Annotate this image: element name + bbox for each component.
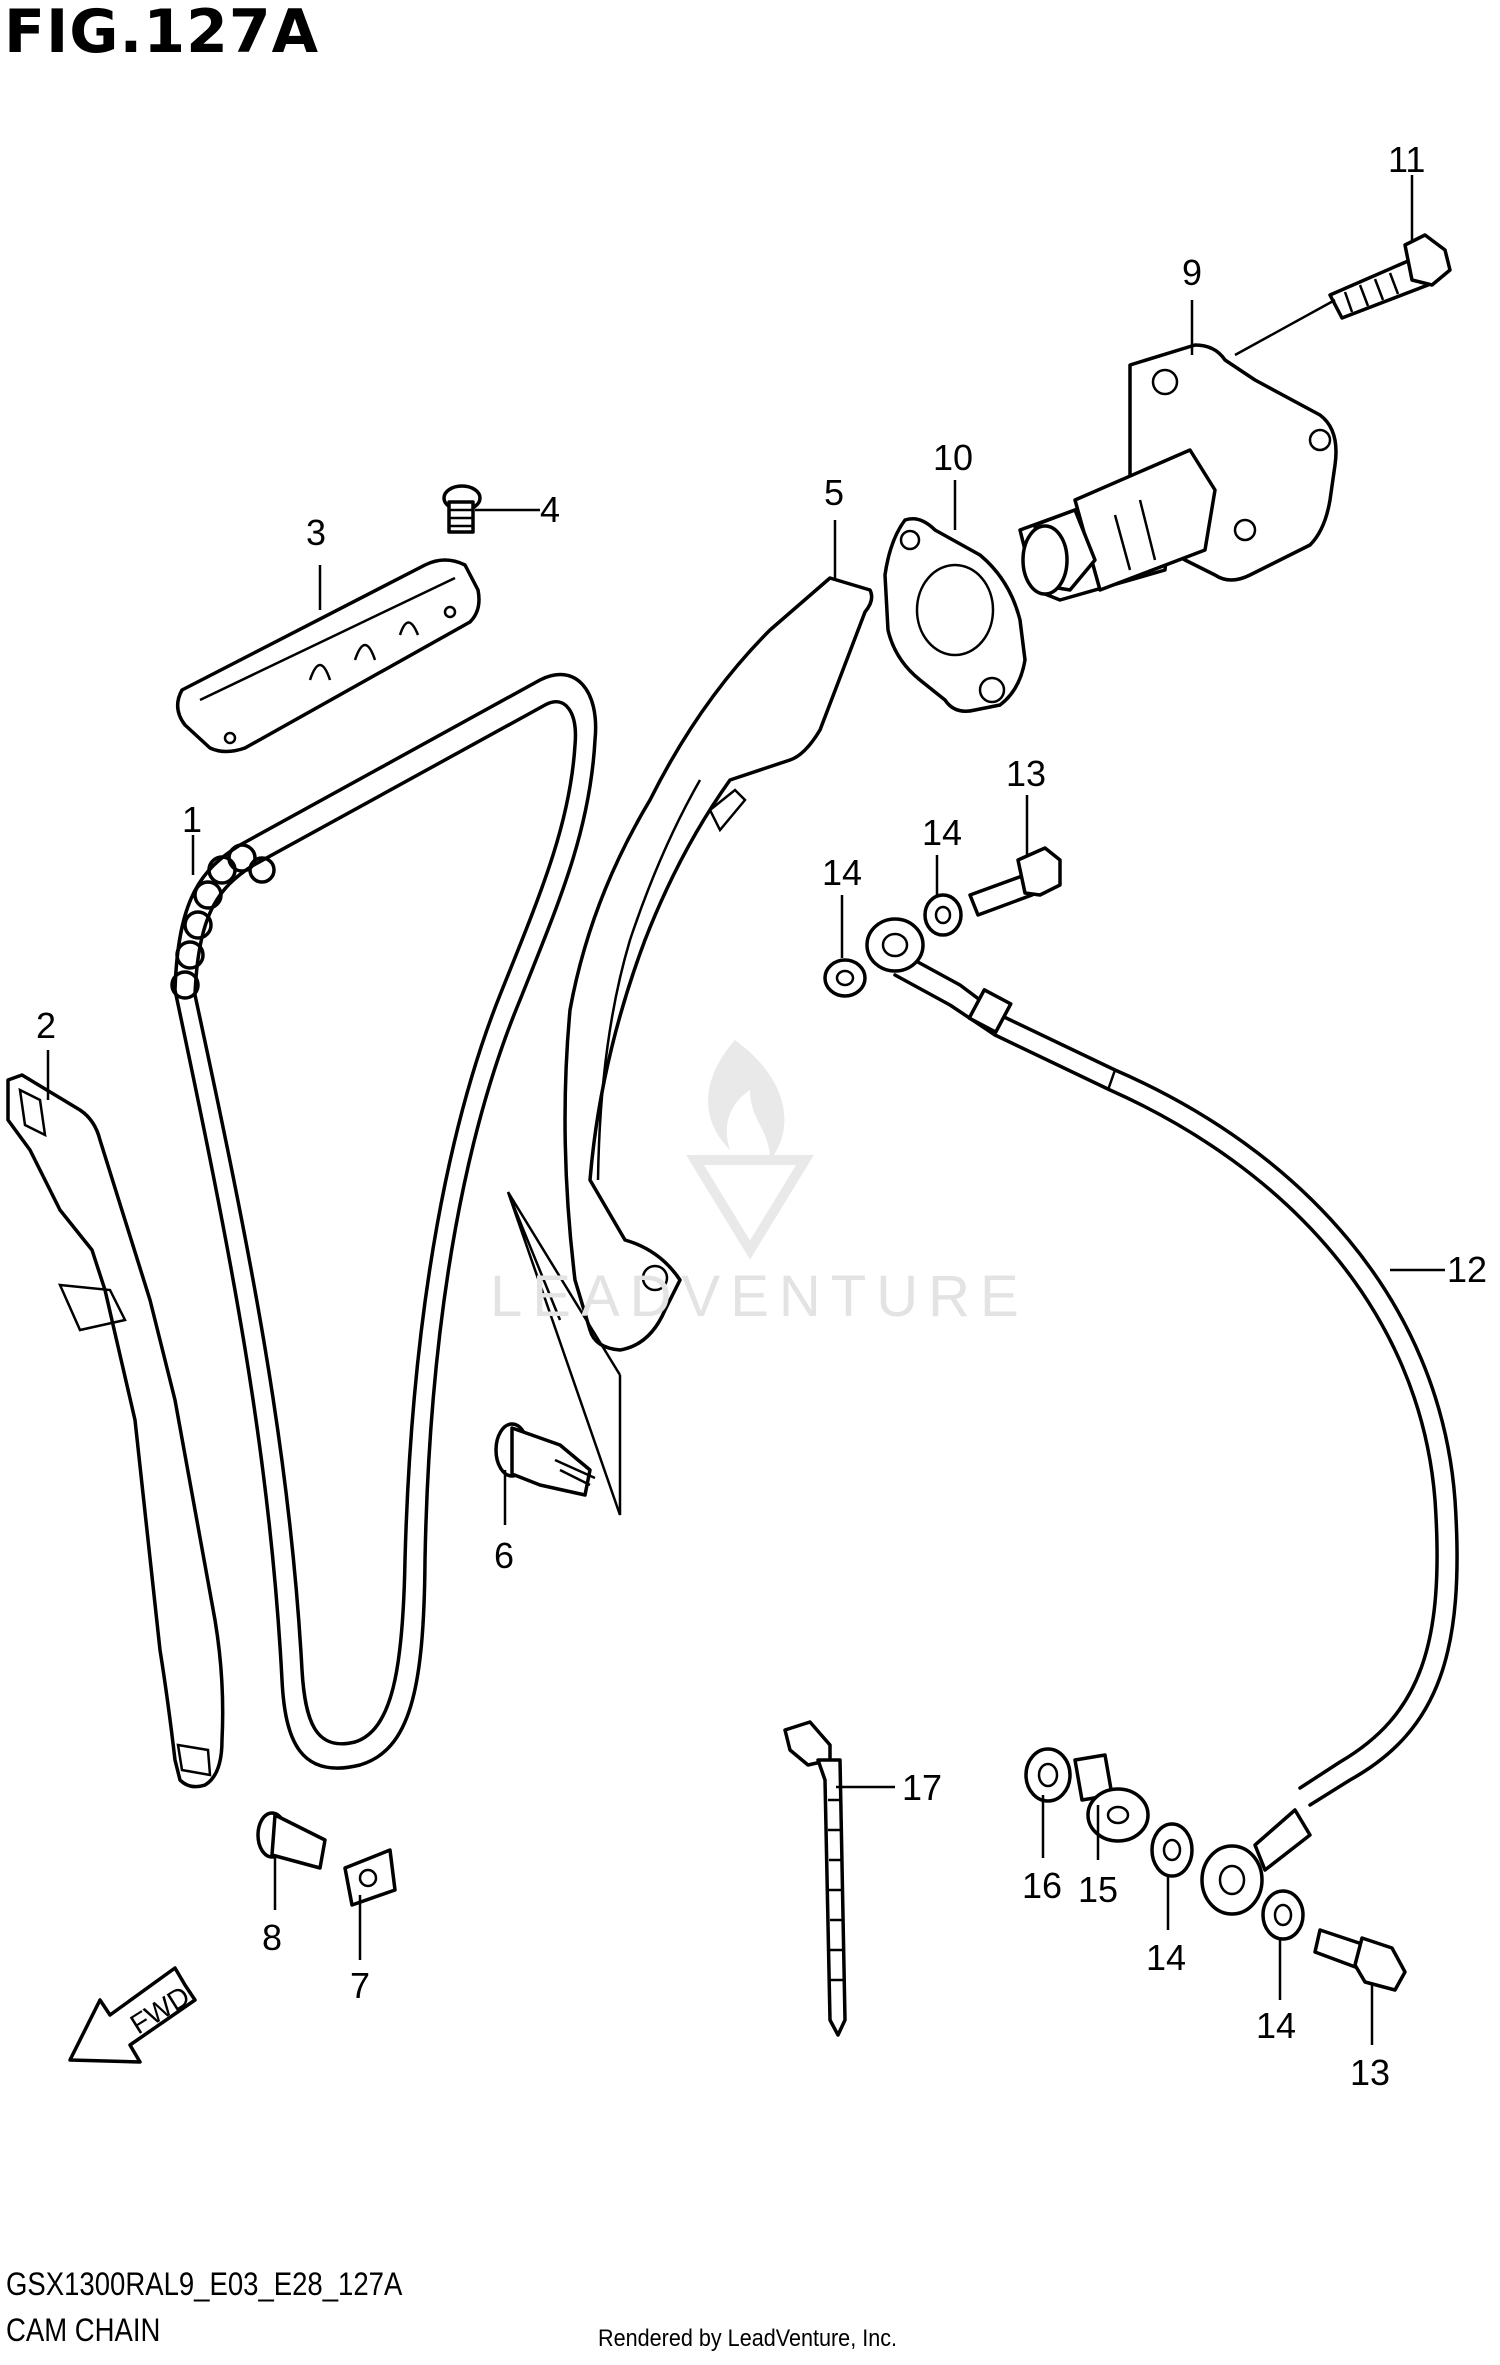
part-14-washer-lower-left <box>1150 1822 1194 1878</box>
callout-14-lower-right: 14 <box>1256 2005 1296 2046</box>
callout-14-upper-right: 14 <box>922 812 962 853</box>
figure-name: CAM CHAIN <box>6 2312 161 2348</box>
callout-14-lower-left: 14 <box>1146 1937 1186 1978</box>
part-3-guide-plate <box>175 558 481 754</box>
part-10-gasket <box>883 517 1027 713</box>
leadventure-watermark-logo <box>686 1040 814 1260</box>
figure-code: GSX1300RAL9_E03_E28_127A <box>6 2266 403 2302</box>
watermark-text: LEADVENTURE <box>490 1264 1029 1329</box>
part-12-oil-hose <box>893 953 1459 1807</box>
part-4-bolt <box>442 484 482 534</box>
part-17-cable-tie <box>783 1720 847 2037</box>
part-11-bolt <box>1328 233 1452 320</box>
figure-title: FIG.127A <box>4 0 320 67</box>
part-2-chain-guide <box>6 1073 225 1789</box>
part-14-washer-lower-right <box>1261 1889 1305 1941</box>
leader-lines <box>46 175 1445 2045</box>
fwd-arrow-icon: FWD <box>68 1966 197 2064</box>
lower-banjo-fitting <box>1200 1808 1312 1916</box>
part-13-bolt-lower <box>1313 1928 1407 1992</box>
part-5-tensioner-arm <box>563 576 874 1352</box>
part-13-bolt-upper <box>968 846 1062 917</box>
part-6-pivot-bolt <box>494 1422 596 1497</box>
part-1-cam-chain <box>170 672 598 1770</box>
callout-12: 12 <box>1447 1249 1487 1290</box>
callout-1: 1 <box>182 799 202 840</box>
callout-2: 2 <box>36 1005 56 1046</box>
callout-7: 7 <box>350 1965 370 2006</box>
callout-9: 9 <box>1182 252 1202 293</box>
callout-16: 16 <box>1022 1865 1062 1906</box>
callout-17: 17 <box>902 1767 942 1808</box>
part-7-plate <box>343 1848 397 1907</box>
callout-5: 5 <box>824 472 844 513</box>
callout-13-lower: 13 <box>1350 2052 1390 2093</box>
callout-14-upper-left: 14 <box>822 852 862 893</box>
callout-labels: 1 2 3 4 5 6 7 8 9 10 11 12 13 13 14 14 1… <box>36 139 1487 2093</box>
part-15-union-bolt <box>1073 1753 1150 1843</box>
callout-10: 10 <box>933 437 973 478</box>
callout-13-upper: 13 <box>1006 753 1046 794</box>
callout-4: 4 <box>540 489 560 530</box>
part-14-washer-upper-right <box>923 893 963 937</box>
callout-15: 15 <box>1078 1869 1118 1910</box>
callout-8: 8 <box>262 1917 282 1958</box>
part-9-tensioner-adjuster <box>1018 343 1338 602</box>
part-16-washer <box>1024 1747 1072 1803</box>
rendered-by-credit: Rendered by LeadVenture, Inc. <box>598 2325 898 2352</box>
callout-3: 3 <box>306 512 326 553</box>
callout-6: 6 <box>494 1535 514 1576</box>
upper-banjo-fitting <box>865 917 925 973</box>
callout-11: 11 <box>1388 139 1425 180</box>
part-8-screw <box>256 1811 327 1870</box>
part-14-washer-upper-left <box>823 958 867 998</box>
